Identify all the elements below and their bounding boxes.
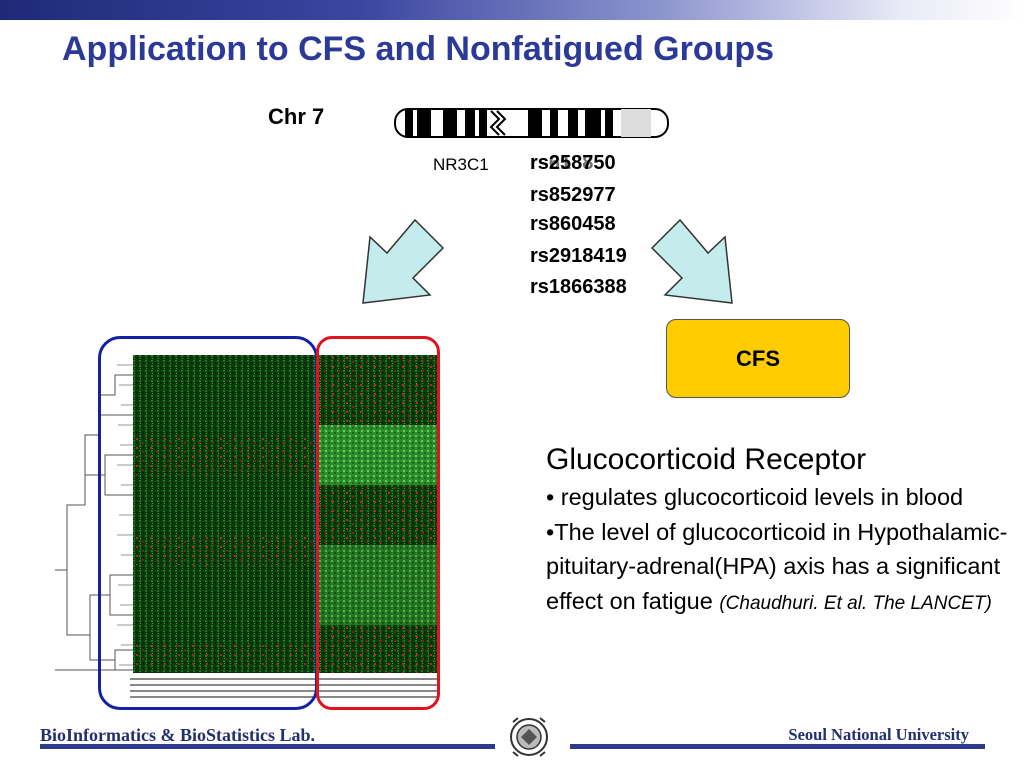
snp-overlap-text: rs6188 — [530, 152, 594, 174]
footer-line-right — [570, 744, 985, 749]
nonfatigued-group-box — [98, 336, 318, 710]
info-bullet-2-text: •The level of glucocorticoid in Hypothal… — [546, 518, 1008, 614]
chromosome-ideogram — [394, 108, 669, 138]
info-bullet-2: •The level of glucocorticoid in Hypothal… — [546, 515, 1016, 622]
snp-item: rs258750 — [530, 152, 616, 174]
footer-lab-name: BioInformatics & BioStatistics Lab. — [40, 725, 316, 745]
slide-title: Application to CFS and Nonfatigued Group… — [62, 30, 775, 68]
arrow-right-down — [650, 218, 733, 304]
snp-item: rs860458 — [530, 213, 616, 235]
footer-university-name: Seoul National University — [788, 725, 969, 744]
cfs-box: CFS — [666, 319, 850, 398]
chromosome-label: Chr 7 — [268, 104, 325, 129]
snp-item: rs1866388 — [530, 276, 627, 298]
top-gradient-bar — [0, 0, 1024, 20]
heatmap — [133, 355, 438, 673]
footer-line-left — [40, 744, 495, 749]
snp-item: rs852977 — [530, 184, 616, 206]
info-bullet-1: • regulates glucocorticoid levels in blo… — [546, 484, 964, 510]
snp-item: rs2918419 — [530, 245, 627, 267]
info-text: • regulates glucocorticoid levels in blo… — [546, 480, 1016, 621]
arrow-left-down — [362, 218, 445, 304]
gene-label: NR3C1 — [433, 155, 489, 174]
university-emblem-icon — [510, 717, 548, 757]
cfs-group-box — [316, 336, 440, 710]
dendrogram — [55, 364, 133, 671]
info-citation: (Chaudhuri. Et al. The LANCET) — [719, 592, 992, 614]
info-heading: Glucocorticoid Receptor — [546, 443, 867, 476]
heatmap-sample-labels — [130, 678, 438, 698]
